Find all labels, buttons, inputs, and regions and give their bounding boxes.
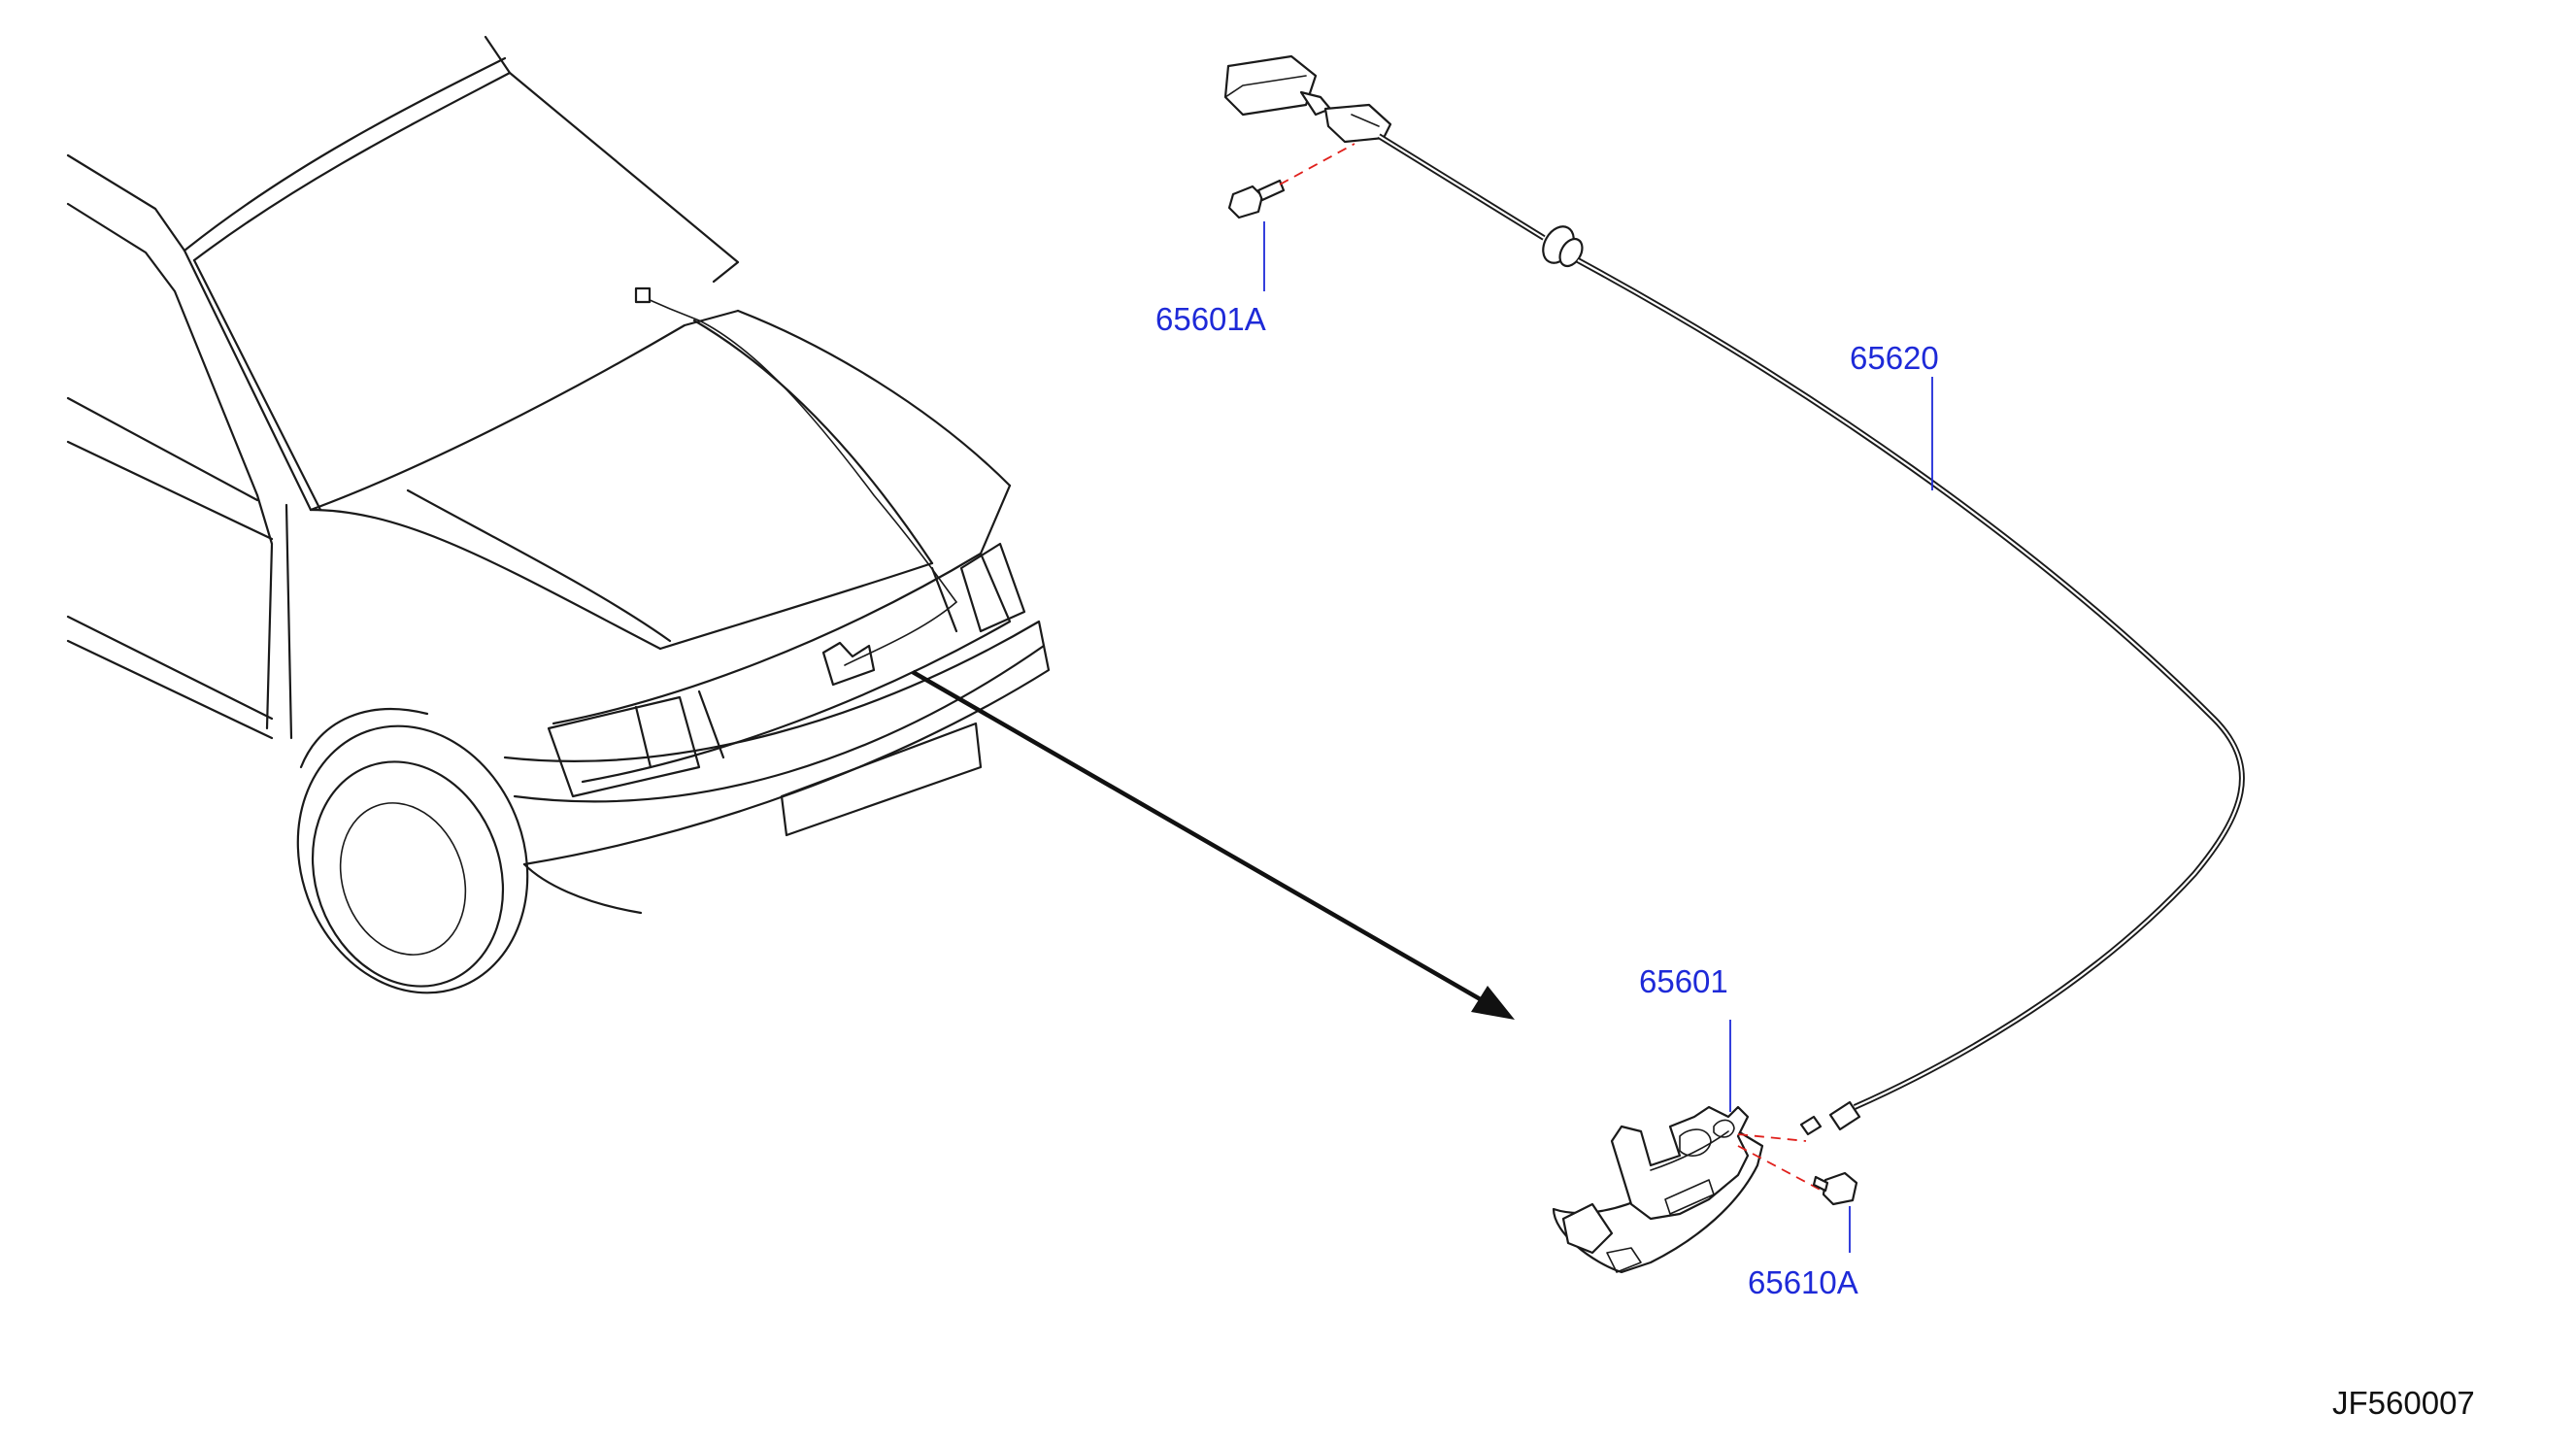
- release-handle: [1223, 54, 1318, 117]
- license-plate-area: [780, 722, 983, 837]
- lock-mount-ear: [1561, 1202, 1614, 1255]
- release-handle-edge: [1224, 75, 1307, 98]
- door-belt-line: [66, 440, 274, 541]
- grille-panel: [552, 552, 1012, 784]
- cable-end-ferrule: [1828, 1100, 1861, 1131]
- lock-body: [1610, 1105, 1750, 1221]
- lock-latch: [1664, 1179, 1715, 1215]
- bolt-65610a-head: [1822, 1171, 1858, 1206]
- front-tire: [311, 760, 505, 988]
- detail-arrow: [911, 670, 1515, 1020]
- mini-hood-lock: [821, 641, 876, 687]
- hood-release-cable: [1223, 54, 2245, 1136]
- lock-latch-edge: [1650, 1130, 1729, 1171]
- fender-arch: [299, 708, 429, 769]
- callout-65601: 65601: [1639, 963, 1728, 999]
- bolt-65601a: [1227, 143, 1355, 291]
- dashed-guide-cable-end: [1737, 1133, 1807, 1142]
- door-frame-top: [66, 202, 259, 497]
- detail-arrow-head: [1471, 986, 1515, 1020]
- hood-crease-right: [692, 319, 934, 565]
- vehicle-illustration: [66, 35, 1051, 994]
- hood-front-right: [979, 484, 1012, 555]
- bolt-65610a: [1812, 1171, 1858, 1253]
- callout-65620: 65620: [1850, 340, 1939, 376]
- callout-65601a: 65601A: [1155, 301, 1266, 337]
- bracket-slot: [1351, 114, 1380, 127]
- lock-hole: [1679, 1128, 1712, 1157]
- bolt-head: [1227, 185, 1264, 219]
- lock-spring: [1606, 1247, 1642, 1273]
- cable-handle-mini: [634, 286, 652, 304]
- lock-pivot: [1713, 1119, 1735, 1138]
- grommet-collar: [1558, 237, 1584, 268]
- left-headlamp: [547, 695, 701, 798]
- a-pillar-vertical: [255, 493, 274, 730]
- hood-cable-to-lock: [844, 601, 957, 666]
- hood-right-edge: [736, 309, 1012, 488]
- windshield-left-edge: [183, 249, 313, 512]
- cable-end-tip: [1799, 1115, 1823, 1136]
- diagram-code: JF560007: [2332, 1385, 2475, 1421]
- front-wheel-arch: [296, 724, 529, 994]
- hood-cable-route: [640, 295, 957, 603]
- hood-crease-left: [406, 488, 672, 643]
- roof-rail: [66, 153, 186, 252]
- front-bumper: [503, 620, 1051, 866]
- bolt-65610a-shank: [1812, 1175, 1829, 1193]
- cowl-line: [309, 309, 740, 512]
- fender-rear-edge: [284, 503, 293, 740]
- callout-65610a: 65610A: [1748, 1264, 1858, 1300]
- bumper-line: [513, 644, 1046, 803]
- right-headlamp: [959, 542, 1026, 633]
- door-window-bottom: [66, 396, 259, 502]
- dashed-guide-bracket: [1279, 143, 1355, 185]
- bolt-shank: [1256, 179, 1286, 202]
- a-pillar-line: [484, 35, 740, 284]
- front-rim: [339, 802, 467, 956]
- windshield-top-inner: [192, 71, 512, 262]
- bumper-lower-curve: [522, 862, 643, 915]
- door-lower-line: [66, 615, 274, 721]
- windshield-left-inner: [192, 258, 322, 512]
- windshield-top: [183, 56, 507, 252]
- detail-arrow-shaft: [911, 670, 1492, 1007]
- hood-lock-assembly: [1552, 1020, 1826, 1274]
- hood-left-edge: [309, 508, 662, 651]
- grille-divider-right: [930, 566, 958, 633]
- hood-front-edge: [658, 561, 934, 651]
- dashed-guide-bolt: [1737, 1145, 1826, 1194]
- rocker-line: [66, 639, 274, 740]
